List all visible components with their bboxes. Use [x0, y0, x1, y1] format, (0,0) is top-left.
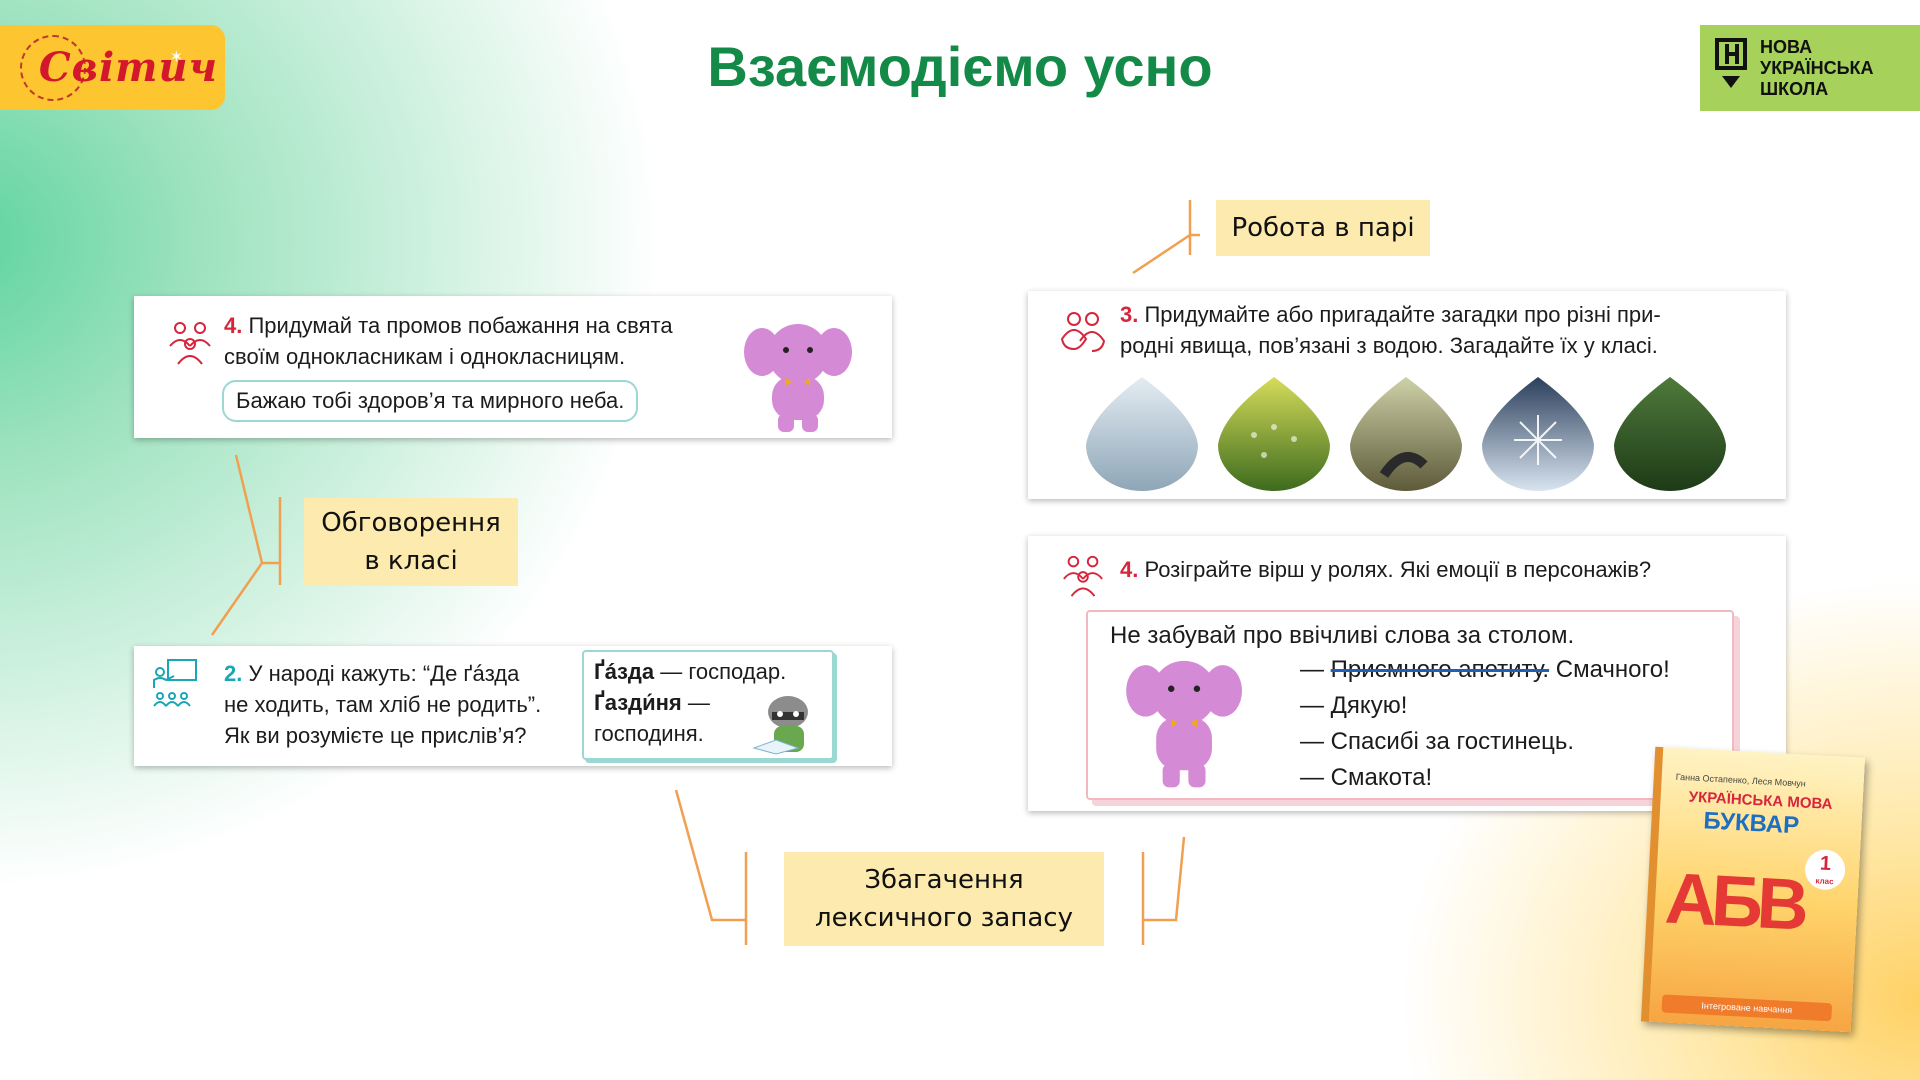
elephant-illustration — [1126, 660, 1242, 788]
publisher-logo: Світич ✶ — [0, 25, 225, 110]
task-number: 4. — [224, 313, 243, 338]
publisher-logo-ring — [20, 35, 86, 101]
class-discussion-icon — [153, 659, 197, 707]
nus-logo-text: НОВА УКРАЇНСЬКА ШКОЛА — [1760, 36, 1874, 99]
poem-lines: — Приємного апетиту. Смачного! — Дякую! … — [1300, 652, 1670, 796]
nus-mark-icon — [1714, 38, 1748, 98]
definition-box: Ґáзда — господар. Ґазди́ня — господиня. — [582, 650, 834, 760]
task-card-poem: 4. Розіграйте вірш у ролях. Які емоції в… — [1028, 536, 1786, 811]
dew-drop-image — [1218, 377, 1330, 491]
book-title: БУКВАР — [1702, 807, 1800, 840]
task-number: 4. — [1120, 557, 1139, 582]
task-text: 4. Розіграйте вірш у ролях. Які емоції в… — [1120, 557, 1652, 582]
poem-box: Не забувай про ввічливі слова за столом.… — [1086, 610, 1734, 800]
label-class-discussion: Обговорення в класі — [304, 498, 518, 586]
label-pair-work: Робота в парі — [1216, 200, 1430, 256]
speech-bubble: Бажаю тобі здоров’я та мирного неба. — [222, 380, 639, 422]
task-number: 2. — [224, 661, 243, 686]
nus-logo: НОВА УКРАЇНСЬКА ШКОЛА — [1700, 25, 1920, 111]
star-icon: ✶ — [169, 47, 183, 66]
elephant-illustration — [744, 324, 852, 432]
poem-line: — Смакота! — [1300, 764, 1433, 791]
rain-drop-image — [1614, 377, 1726, 491]
book-letters: АБВ — [1663, 858, 1806, 946]
page-title: Взаємодіємо усно — [707, 35, 1213, 98]
book-subtitle: Інтегроване навчання — [1661, 994, 1833, 1022]
task-text: 4. Придумай та промов побажання на свята… — [224, 313, 673, 369]
label-vocabulary: Збагачення лексичного запасу — [784, 852, 1104, 946]
task-card-wishes: 4. Придумай та промов побажання на свята… — [134, 296, 892, 438]
poem-title: Не забувай про ввічливі слова за столом. — [1110, 622, 1575, 649]
pair-work-icon — [1060, 312, 1106, 352]
group-people-icon — [169, 322, 211, 365]
steam-drop-image — [1350, 377, 1462, 491]
poem-line: — Приємного апетиту. Смачного! — [1300, 656, 1670, 683]
publisher-logo-text: Світич — [38, 44, 219, 91]
task-card-riddles: 3. Придумайте або пригадайте загадки про… — [1028, 291, 1786, 499]
book-grade-badge: 1 клас — [1804, 848, 1847, 891]
crossed-out-phrase: Приємного апетиту. — [1330, 656, 1550, 683]
group-people-icon — [1063, 555, 1103, 597]
poem-line: — Дякую! — [1300, 692, 1408, 719]
task-text: 3. Придумайте або пригадайте загадки про… — [1120, 302, 1661, 358]
poem-line: — Спасибі за гостинець. — [1300, 728, 1575, 755]
book-authors: Ганна Остапенко, Леся Мовчун — [1675, 771, 1807, 789]
fog-drop-image — [1086, 377, 1198, 491]
textbook-cover: Ганна Остапенко, Леся Мовчун УКРАЇНСЬКА … — [1640, 746, 1866, 1033]
task-number: 3. — [1120, 302, 1139, 327]
raccoon-illustration — [752, 696, 808, 755]
task-text: 2. У народі кажуть: “Де ґáзда не ходить,… — [224, 661, 542, 748]
task-card-proverb: 2. У народі кажуть: “Де ґáзда не ходить,… — [134, 646, 892, 766]
water-phenomena-images — [1086, 377, 1726, 491]
